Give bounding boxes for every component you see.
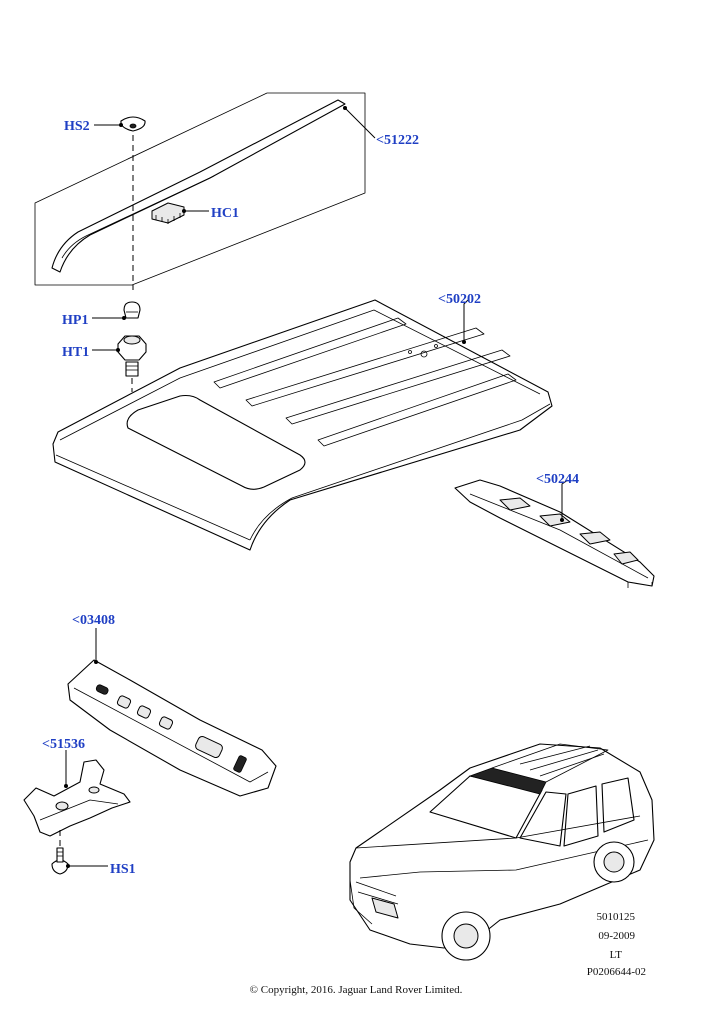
- hp1-plug: [123, 301, 141, 319]
- sunroof-opening: [126, 394, 306, 490]
- callout-03408: <03408: [72, 613, 115, 628]
- roof-rail-frame: [34, 92, 366, 286]
- callout-50202: <50202: [438, 292, 481, 307]
- callout-50244: <50244: [536, 472, 579, 487]
- callout-ht1: HT1: [62, 345, 89, 360]
- roof-rail-molding: [51, 99, 346, 273]
- ref-part: P0206644-02: [587, 966, 646, 978]
- callout-hp1: HP1: [62, 313, 88, 328]
- roof-bracket: [23, 759, 131, 837]
- grille: [355, 881, 399, 905]
- retainer-clip: [151, 202, 185, 224]
- ref-date: 09-2009: [598, 930, 635, 942]
- headlight: [371, 897, 399, 919]
- vehicle-illustration: [349, 743, 655, 961]
- roof-rail-group: [34, 92, 366, 290]
- copyright-notice: © Copyright, 2016. Jaguar Land Rover Lim…: [250, 984, 463, 996]
- ref-code: 5010125: [597, 911, 636, 923]
- header-panel: [67, 659, 277, 797]
- callout-hs1: HS1: [110, 862, 136, 877]
- roof-panel-group: [52, 299, 553, 551]
- roof-panel: [52, 299, 553, 551]
- side-window: [519, 791, 567, 847]
- ref-side: LT: [610, 949, 623, 961]
- callout-hs2: HS2: [64, 119, 90, 134]
- leader-lines: [64, 106, 569, 868]
- callout-51536: <51536: [42, 737, 85, 752]
- callout-hc1: HC1: [211, 206, 239, 221]
- header-panel-group: [67, 659, 277, 797]
- callout-51222: <51222: [376, 133, 419, 148]
- bracket-group: [23, 759, 131, 875]
- roof-bow-group: [454, 479, 655, 588]
- roof-bow: [454, 479, 655, 587]
